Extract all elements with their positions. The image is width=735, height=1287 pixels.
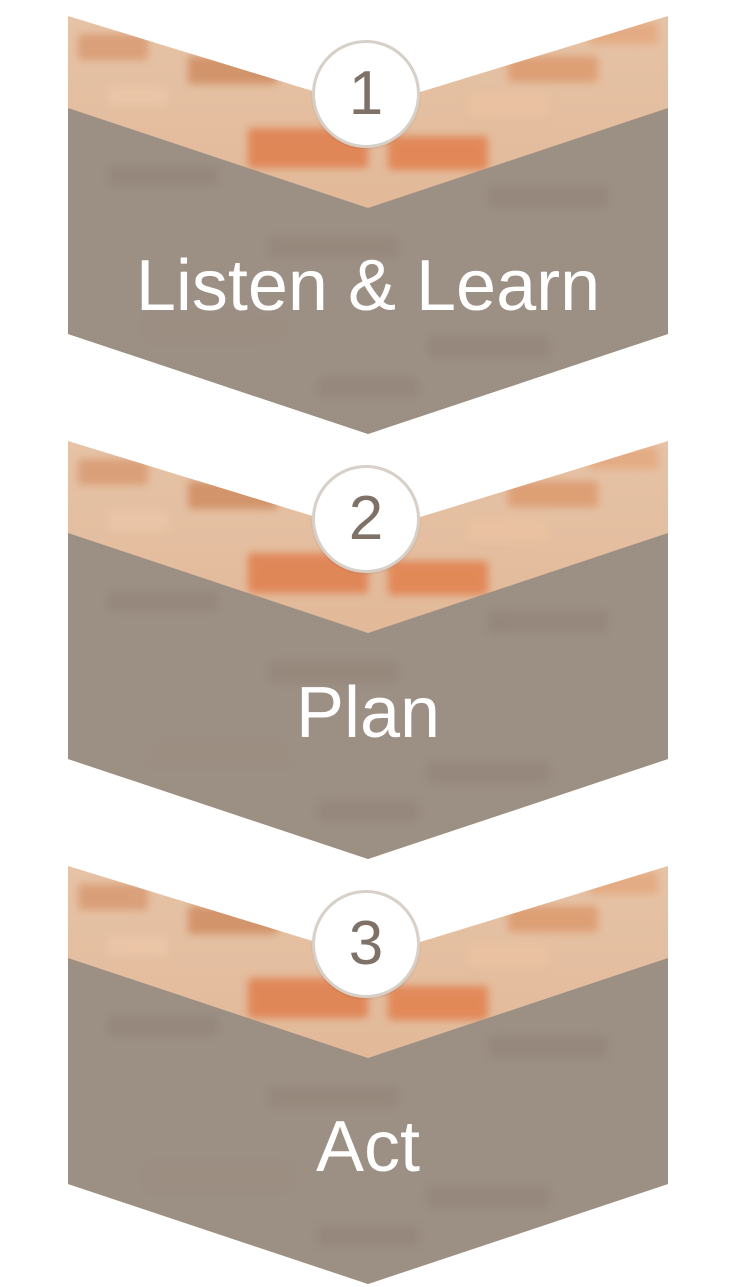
step-3-number-badge: 3	[312, 890, 420, 998]
step-2-label: Plan	[295, 673, 441, 753]
step-3-label: Act	[315, 1107, 421, 1187]
step-1-chevron: 1 Listen & Learn	[68, 16, 668, 436]
step-2-number-badge: 2	[312, 465, 420, 573]
step-1-label: Listen & Learn	[135, 246, 601, 326]
step-3-chevron: 3 Act	[68, 866, 668, 1286]
step-2-chevron: 2 Plan	[68, 441, 668, 861]
step-1-number-badge: 1	[312, 40, 420, 148]
step-2-chevron-shape	[68, 441, 668, 859]
step-3-chevron-shape	[68, 866, 668, 1284]
